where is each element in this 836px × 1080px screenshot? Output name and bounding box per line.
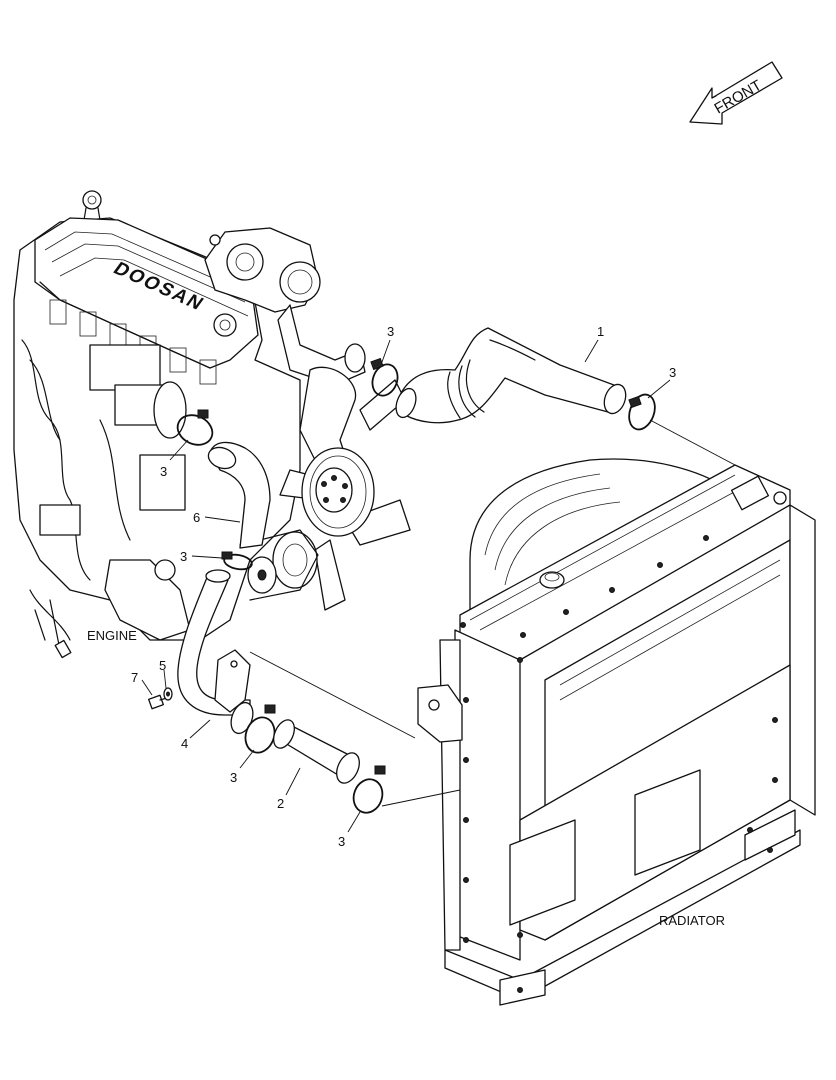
callout-6: 6 [193, 510, 200, 525]
hose-1 [395, 327, 627, 424]
front-arrow: FRONT [689, 61, 783, 125]
callout-2: 2 [277, 796, 284, 811]
clamp-3-engine [176, 409, 214, 446]
hose-6 [207, 441, 271, 549]
callout-3-right: 3 [669, 365, 676, 380]
callout-3-bottom: 3 [338, 834, 345, 849]
callout-7: 7 [131, 670, 138, 685]
clamp-3-middle [221, 551, 253, 571]
callout-1: 1 [597, 324, 604, 339]
hose-2 [273, 719, 360, 784]
clamp-3-bottom [352, 765, 386, 814]
callout-leaders [141, 339, 671, 833]
pipe-4 [177, 569, 254, 735]
radiator-label: RADIATOR [659, 913, 725, 928]
callout-4: 4 [181, 736, 188, 751]
clamp-3-right [628, 393, 656, 431]
callout-3-middle: 3 [180, 549, 187, 564]
engine-label: ENGINE [87, 628, 137, 643]
callout-3-engine: 3 [160, 464, 167, 479]
callout-3-lower: 3 [230, 770, 237, 785]
callout-3-top: 3 [387, 324, 394, 339]
radiator: RADIATOR [417, 458, 816, 1006]
callout-5: 5 [159, 658, 166, 673]
washer-5 [163, 687, 173, 701]
clamp-3-top [370, 357, 399, 397]
callout-numbers: 1 3 3 3 6 3 7 5 4 3 2 3 [131, 324, 676, 849]
assembly-lines [249, 419, 736, 807]
engine: DOOSAN [13, 190, 411, 659]
